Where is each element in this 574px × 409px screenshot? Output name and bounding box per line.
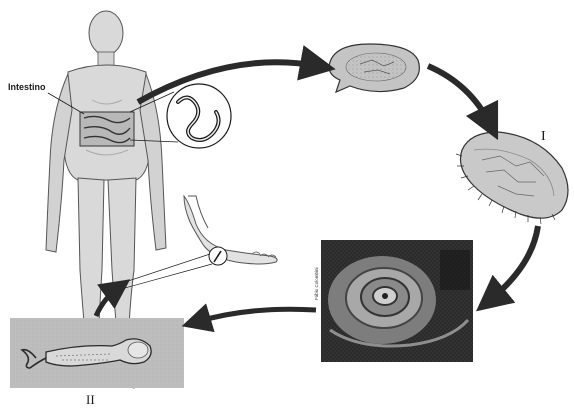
cyst-icon bbox=[329, 44, 419, 92]
arrow-cyst-to-trophozoite bbox=[428, 66, 490, 124]
stage-two-label: II bbox=[86, 392, 95, 407]
intestine-icon bbox=[80, 112, 134, 146]
snail-photo bbox=[321, 240, 473, 362]
foot-icon bbox=[184, 196, 277, 264]
worm-magnifier-icon bbox=[167, 84, 231, 148]
stage-one-label: I bbox=[541, 129, 546, 144]
arrow-trophozoite-to-snail bbox=[490, 226, 538, 300]
intestine-label: Intestino bbox=[8, 82, 46, 92]
photo-credit: Fábio Colombini bbox=[314, 267, 319, 300]
larva-penetration-icon bbox=[209, 247, 227, 265]
trophozoite-icon bbox=[456, 132, 568, 224]
larva-photo bbox=[10, 318, 184, 388]
arrow-snail-to-larva bbox=[196, 309, 316, 322]
